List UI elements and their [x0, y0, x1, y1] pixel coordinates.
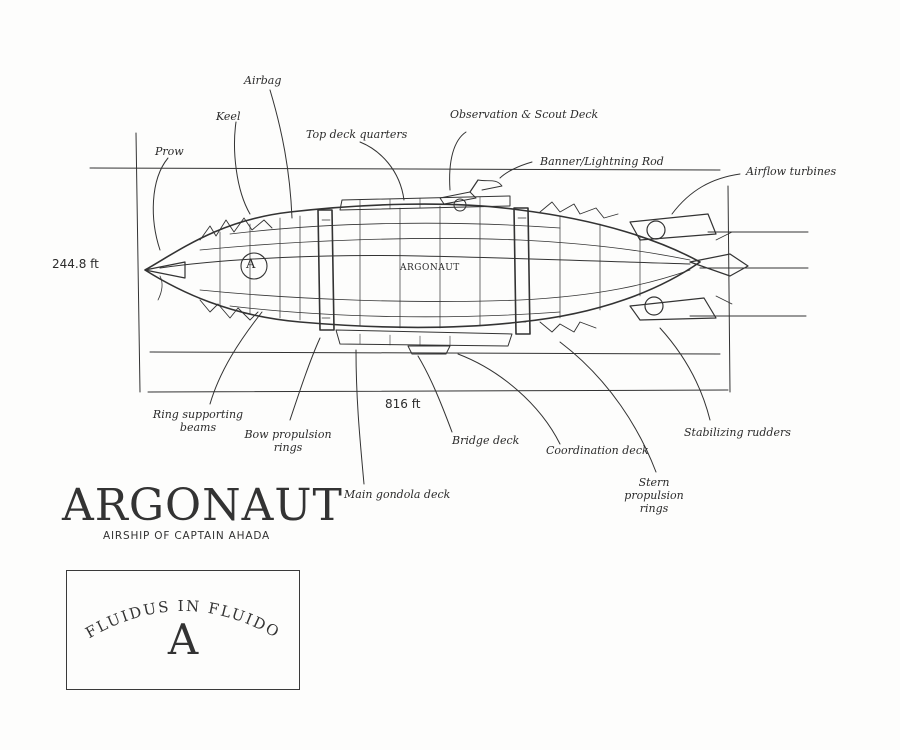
ship-title: ARGONAUT	[62, 480, 343, 531]
label-airflow-turbines: Airflow turbines	[746, 165, 837, 178]
label-stabilizing-rudders: Stabilizing rudders	[684, 426, 791, 439]
motto-arc: FLUIDUS IN FLUIDO	[82, 597, 281, 642]
label-prow: Prow	[155, 145, 184, 158]
label-top-deck-quarters: Top deck quarters	[306, 128, 408, 141]
label-main-gondola: Main gondola deck	[344, 488, 451, 501]
dimension-length: 816 ft	[385, 397, 421, 411]
label-bow-rings: Bow propulsion rings	[244, 428, 332, 454]
top-deck-quarters	[339, 195, 511, 211]
label-bridge-deck: Bridge deck	[452, 434, 520, 447]
main-gondola	[335, 329, 513, 347]
dimension-height: 244.8 ft	[52, 257, 99, 271]
dimension-box	[89, 132, 809, 393]
label-airbag: Airbag	[244, 74, 282, 87]
hull-emblem-letter: A	[246, 257, 256, 272]
label-observation-deck: Observation & Scout Deck	[450, 108, 599, 121]
hull-name-plate: ARGONAUT	[400, 263, 460, 273]
prow-spike	[144, 261, 186, 301]
tail-section	[629, 213, 771, 321]
label-banner-rod: Banner/Lightning Rod	[540, 155, 664, 168]
stern-ring	[513, 207, 531, 335]
bow-ring	[317, 209, 335, 331]
label-coordination-deck: Coordination deck	[546, 444, 649, 457]
observation-deck	[439, 179, 503, 212]
leader-lines	[152, 89, 741, 485]
label-ring-beams: Ring supporting beams	[152, 408, 244, 434]
label-stern-rings: Stern propulsion rings	[624, 476, 684, 515]
motto-letter: A	[167, 615, 199, 664]
hull-emblem-circle	[240, 252, 268, 280]
motto-emblem: FLUIDUS IN FLUIDO A	[66, 570, 300, 690]
bridge-deck	[407, 345, 451, 355]
ship-subtitle: AIRSHIP OF CAPTAIN AHADA	[103, 530, 271, 542]
label-keel: Keel	[216, 110, 241, 123]
